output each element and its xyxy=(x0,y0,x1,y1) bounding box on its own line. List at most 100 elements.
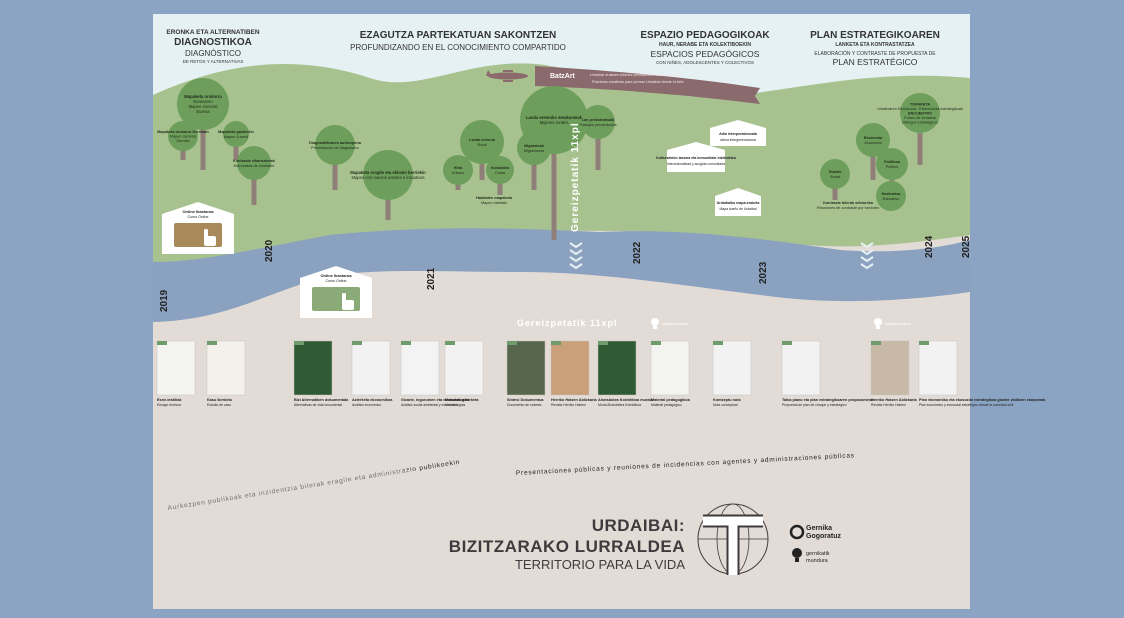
tree-t2: Mapeo con nuevos actores e iniciativas xyxy=(351,175,424,180)
phase-4-title-es: ELABORACIÓN Y CONTRASTE DE PROPUESTA DE xyxy=(814,50,936,57)
tree-trunk xyxy=(251,163,257,205)
document-title-eu: Plan ekonomiko eta ekosozial estrategiko… xyxy=(919,398,1046,402)
online-subtitle: Curso Online xyxy=(326,279,347,283)
tree-t2: Migraciones xyxy=(524,149,545,153)
document-title-es: Revista Herriko Hatzen xyxy=(551,403,586,407)
gernika-gogoratuz-logo: Gernika Gogoratuz xyxy=(789,524,841,540)
phase-2-title-eu: EZAGUTZA PARTEKATUAN SAKONTZEN xyxy=(360,30,556,41)
phase-1-title-eu: ERONKA ETA ALTERNATIBEN xyxy=(166,29,259,36)
tree-trunk xyxy=(870,140,876,180)
tree-crown xyxy=(443,155,473,185)
phase-1-title-es: DIAGNÓSTICO xyxy=(185,49,241,58)
green-field xyxy=(153,63,970,264)
tree-t2: Mapeo Juvenil xyxy=(224,135,249,139)
year-label: 2022 xyxy=(632,241,643,264)
cover-logo-mark xyxy=(157,341,167,345)
tree-t2: Entrevistas de contraste xyxy=(234,164,275,168)
document-item[interactable]: Gizarte, ingurumen eta ekonomia azterket… xyxy=(400,340,479,407)
house-title: Kulturarteko tasuna eta komunitate bizik… xyxy=(656,156,736,160)
phase-plan: PLAN ESTRATEGIKOAREN LANKETA ETA KONTRAS… xyxy=(810,30,940,67)
pointer-hand-icon xyxy=(342,293,354,310)
document-cover xyxy=(781,340,821,396)
tree-crown xyxy=(237,146,271,180)
phase-3-title-eu: ESPAZIO PEDAGOGIKOAK xyxy=(640,30,770,41)
gereiz-vertical-label: Gereizpetatik 11xpl xyxy=(570,122,581,232)
phase-3-title-es2: CON NIÑES, ADOLESCENTES Y COLECTIVOS xyxy=(656,59,754,65)
document-title-es: Estudio de caso xyxy=(207,403,231,407)
tree-crown xyxy=(363,150,413,200)
document-cover xyxy=(870,340,910,396)
tree-t1: Hezkuntza xyxy=(882,192,902,196)
tree-t2: Urbano xyxy=(452,171,464,175)
document-title-eu: Azterketa ekonomikoa xyxy=(352,398,393,402)
phase-1-title-es2: DE RETOS Y ALTERNATIVAS xyxy=(183,59,244,64)
tree-t3: Gernika xyxy=(176,139,190,143)
tree-t1: Kontraste bilerak sektoreka xyxy=(823,201,874,205)
tree-t1: Lan prekarizatuak xyxy=(582,118,615,122)
tree-t2: Mujeres rurales xyxy=(540,120,569,125)
document-item[interactable]: Plan ekonomiko eta ekosozial estrategiko… xyxy=(918,340,1046,407)
document-cover xyxy=(351,340,391,396)
tree-t3: ENCUENTRO xyxy=(908,112,932,116)
cover-logo-mark xyxy=(651,341,661,345)
document-cover xyxy=(444,340,484,396)
tree-trunk xyxy=(917,113,923,165)
document-cover xyxy=(550,340,590,396)
tree-t2: Rural xyxy=(477,143,486,147)
tree-t2: Mapeo General xyxy=(170,135,196,139)
cover-logo-mark xyxy=(919,341,929,345)
gereiz-horizontal-label: Gereizpetatik 11xpl xyxy=(517,318,618,328)
mintzaldi-label: mintzaldi-eskuan xyxy=(885,322,911,326)
tree-t2: Mapeo hábitats xyxy=(481,201,507,205)
tree-trunk xyxy=(551,120,557,240)
document-title-es: Análisis social ambiental y económico xyxy=(401,403,458,407)
tree-t2: Social xyxy=(830,175,840,179)
bulb-icon xyxy=(651,318,659,329)
tree-t3: Mapeo General xyxy=(189,104,218,109)
document-item[interactable]: Talka plano eta plan estrategikoaren pro… xyxy=(781,340,874,407)
document-title-eu: Esne-testiliak xyxy=(157,398,182,402)
tree-t2: Reuniones de contraste por sectores xyxy=(817,206,879,210)
house-title: Urdaibaiko mapa-eraketa xyxy=(717,201,761,205)
document-title-eu: Ahotsbidea Kolektiboa murala xyxy=(598,398,654,402)
tree-t1: Landa eremuko emakumeak xyxy=(526,115,583,120)
document-cover xyxy=(156,340,196,396)
tree-t2: Euresaren xyxy=(193,99,213,104)
tree-t2: Costa xyxy=(495,171,506,175)
tree-crown xyxy=(820,159,850,189)
tree-t1: Mapaketa orokorra xyxy=(184,94,222,99)
tree-t2: Educativo xyxy=(883,197,900,201)
batzart-logo: BatzArt xyxy=(550,73,576,80)
tree-t1: Gizarte xyxy=(829,170,842,174)
phase-1-title-eu2: DIAGNOSTIKOA xyxy=(174,37,252,48)
document-item[interactable]: Bizi Alternatiben dokumentalaAlternativa… xyxy=(293,340,349,407)
cover-logo-mark xyxy=(551,341,561,345)
tree-crown xyxy=(168,121,198,151)
house-title: Adin interperatzionala xyxy=(719,132,758,136)
gernika-logo-line1: Gernika xyxy=(806,525,832,532)
